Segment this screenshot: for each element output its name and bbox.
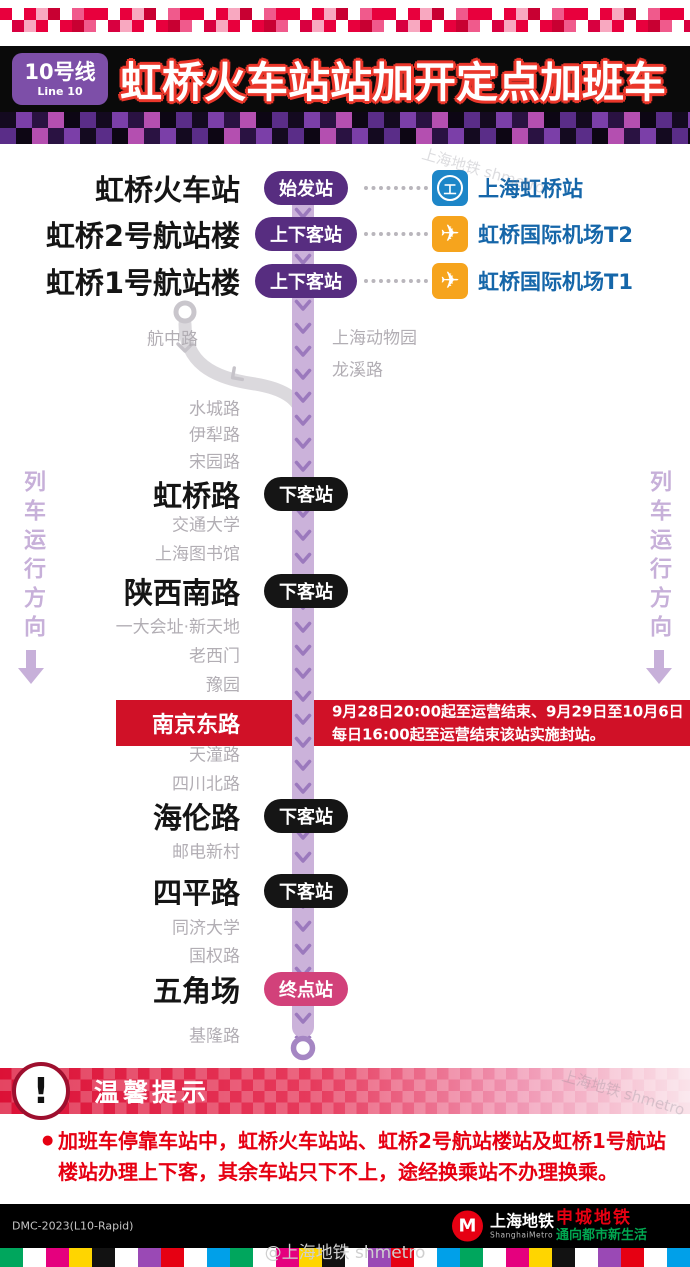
station-name: 四平路	[152, 876, 240, 910]
railway-icon: 工	[432, 170, 468, 206]
station-name: 虹桥火车站	[94, 173, 240, 207]
station-name: 邮电新村	[172, 842, 240, 863]
station-name: 四川北路	[172, 774, 240, 795]
station-name: 航中路	[147, 329, 198, 350]
station-name: 老西门	[189, 646, 240, 667]
badge-terminus: 终点站	[264, 972, 348, 1006]
header: 10号线 Line 10 虹桥火车站站加开定点加班车	[0, 46, 690, 112]
interchange-label: 虹桥国际机场T2	[478, 223, 633, 247]
badge-alight-only: 下客站	[264, 574, 348, 608]
watermark-handle: @上海地铁 shmetro	[264, 1243, 426, 1263]
metro-logo-icon: M	[452, 1210, 483, 1242]
tips-text: 加班车停靠车站中，虹桥火车站站、虹桥2号航站楼站及虹桥1号航站楼站办理上下客，其…	[58, 1129, 666, 1184]
brand-name-cn: 上海地铁	[490, 1211, 555, 1231]
station-name: 豫园	[206, 675, 240, 696]
direction-label-left: 列车运行方向	[20, 470, 45, 644]
station-name: 交通大学	[172, 515, 240, 536]
station-name: 陕西南路	[123, 576, 240, 610]
closure-notice: 9月28日20:00起至运营结束、9月29日至10月6日每日16:00起至运营结…	[332, 702, 684, 744]
footer-code: DMC-2023(L10-Rapid)	[12, 1219, 134, 1233]
station-name: 伊犁路	[189, 425, 240, 446]
airport-icon: ✈	[432, 216, 468, 252]
footer-bar	[0, 1204, 690, 1248]
closed-station-band	[116, 700, 690, 746]
station-name-nanjing-east: 南京东路	[151, 713, 240, 738]
badge-origin: 始发站	[264, 171, 348, 205]
bullet-icon: ●	[42, 1133, 54, 1148]
exclamation-icon: !	[12, 1062, 70, 1120]
airplane-glyph: ✈	[440, 268, 460, 294]
station-name: 五角场	[152, 974, 240, 1008]
slogan-line-1: 申城地铁	[556, 1207, 632, 1228]
shanghai-metro-logo: M 上海地铁 ShanghaiMetro	[452, 1210, 555, 1242]
station-name: 上海动物园	[332, 328, 417, 349]
decor-strip-bottom	[0, 1248, 690, 1267]
railway-emblem: 工	[437, 175, 463, 201]
airport-icon: ✈	[432, 263, 468, 299]
dotted-connector	[364, 186, 428, 190]
interchange-label: 虹桥国际机场T1	[478, 270, 633, 294]
poster-title: 虹桥火车站站加开定点加班车	[120, 57, 667, 107]
station-name: 水城路	[189, 399, 240, 420]
interchange-label: 上海虹桥站	[478, 177, 583, 201]
slogan-line-2: 通向都市新生活	[556, 1227, 648, 1243]
badge-alight-only: 下客站	[264, 799, 348, 833]
station-name: 虹桥1号航站楼	[45, 266, 240, 300]
station-name: 基隆路	[189, 1026, 240, 1047]
direction-label-right: 列车运行方向	[646, 470, 671, 644]
station-name: 虹桥路	[152, 479, 240, 513]
branch-chevrons	[176, 342, 244, 382]
decor-strip-top	[0, 8, 690, 32]
tips-title: 温馨提示	[94, 1078, 211, 1107]
badge-board-alight: 上下客站	[255, 217, 357, 251]
badge-board-alight: 上下客站	[255, 264, 357, 298]
main-line-chevrons	[292, 180, 314, 1038]
station-name: 国权路	[189, 946, 240, 967]
station-name: 一大会址·新天地	[115, 617, 240, 638]
station-name: 海伦路	[152, 801, 240, 835]
decor-strip-under-header	[0, 112, 690, 144]
line-10-badge: 10号线 Line 10	[12, 53, 108, 105]
down-arrow-icon	[18, 650, 44, 684]
station-name: 同济大学	[172, 918, 240, 939]
line-number-en: Line 10	[37, 84, 83, 98]
dotted-connector	[364, 279, 428, 283]
badge-alight-only: 下客站	[264, 477, 348, 511]
station-name: 龙溪路	[332, 360, 383, 381]
station-name: 上海图书馆	[155, 544, 240, 565]
dotted-connector	[364, 232, 428, 236]
footer-slogan: 申城地铁 通向都市新生活	[556, 1207, 648, 1243]
down-arrow-icon	[646, 650, 672, 684]
brand-name-en: ShanghaiMetro	[490, 1230, 554, 1240]
tips-banner	[0, 1068, 690, 1114]
line-end-circle	[290, 1035, 316, 1061]
station-name: 宋园路	[189, 452, 240, 473]
station-name: 天潼路	[189, 745, 240, 766]
line-number: 10号线	[24, 59, 96, 84]
airplane-glyph: ✈	[440, 221, 460, 247]
branch-terminal-circle	[173, 300, 197, 324]
station-name: 虹桥2号航站楼	[45, 219, 240, 253]
badge-alight-only: 下客站	[264, 874, 348, 908]
